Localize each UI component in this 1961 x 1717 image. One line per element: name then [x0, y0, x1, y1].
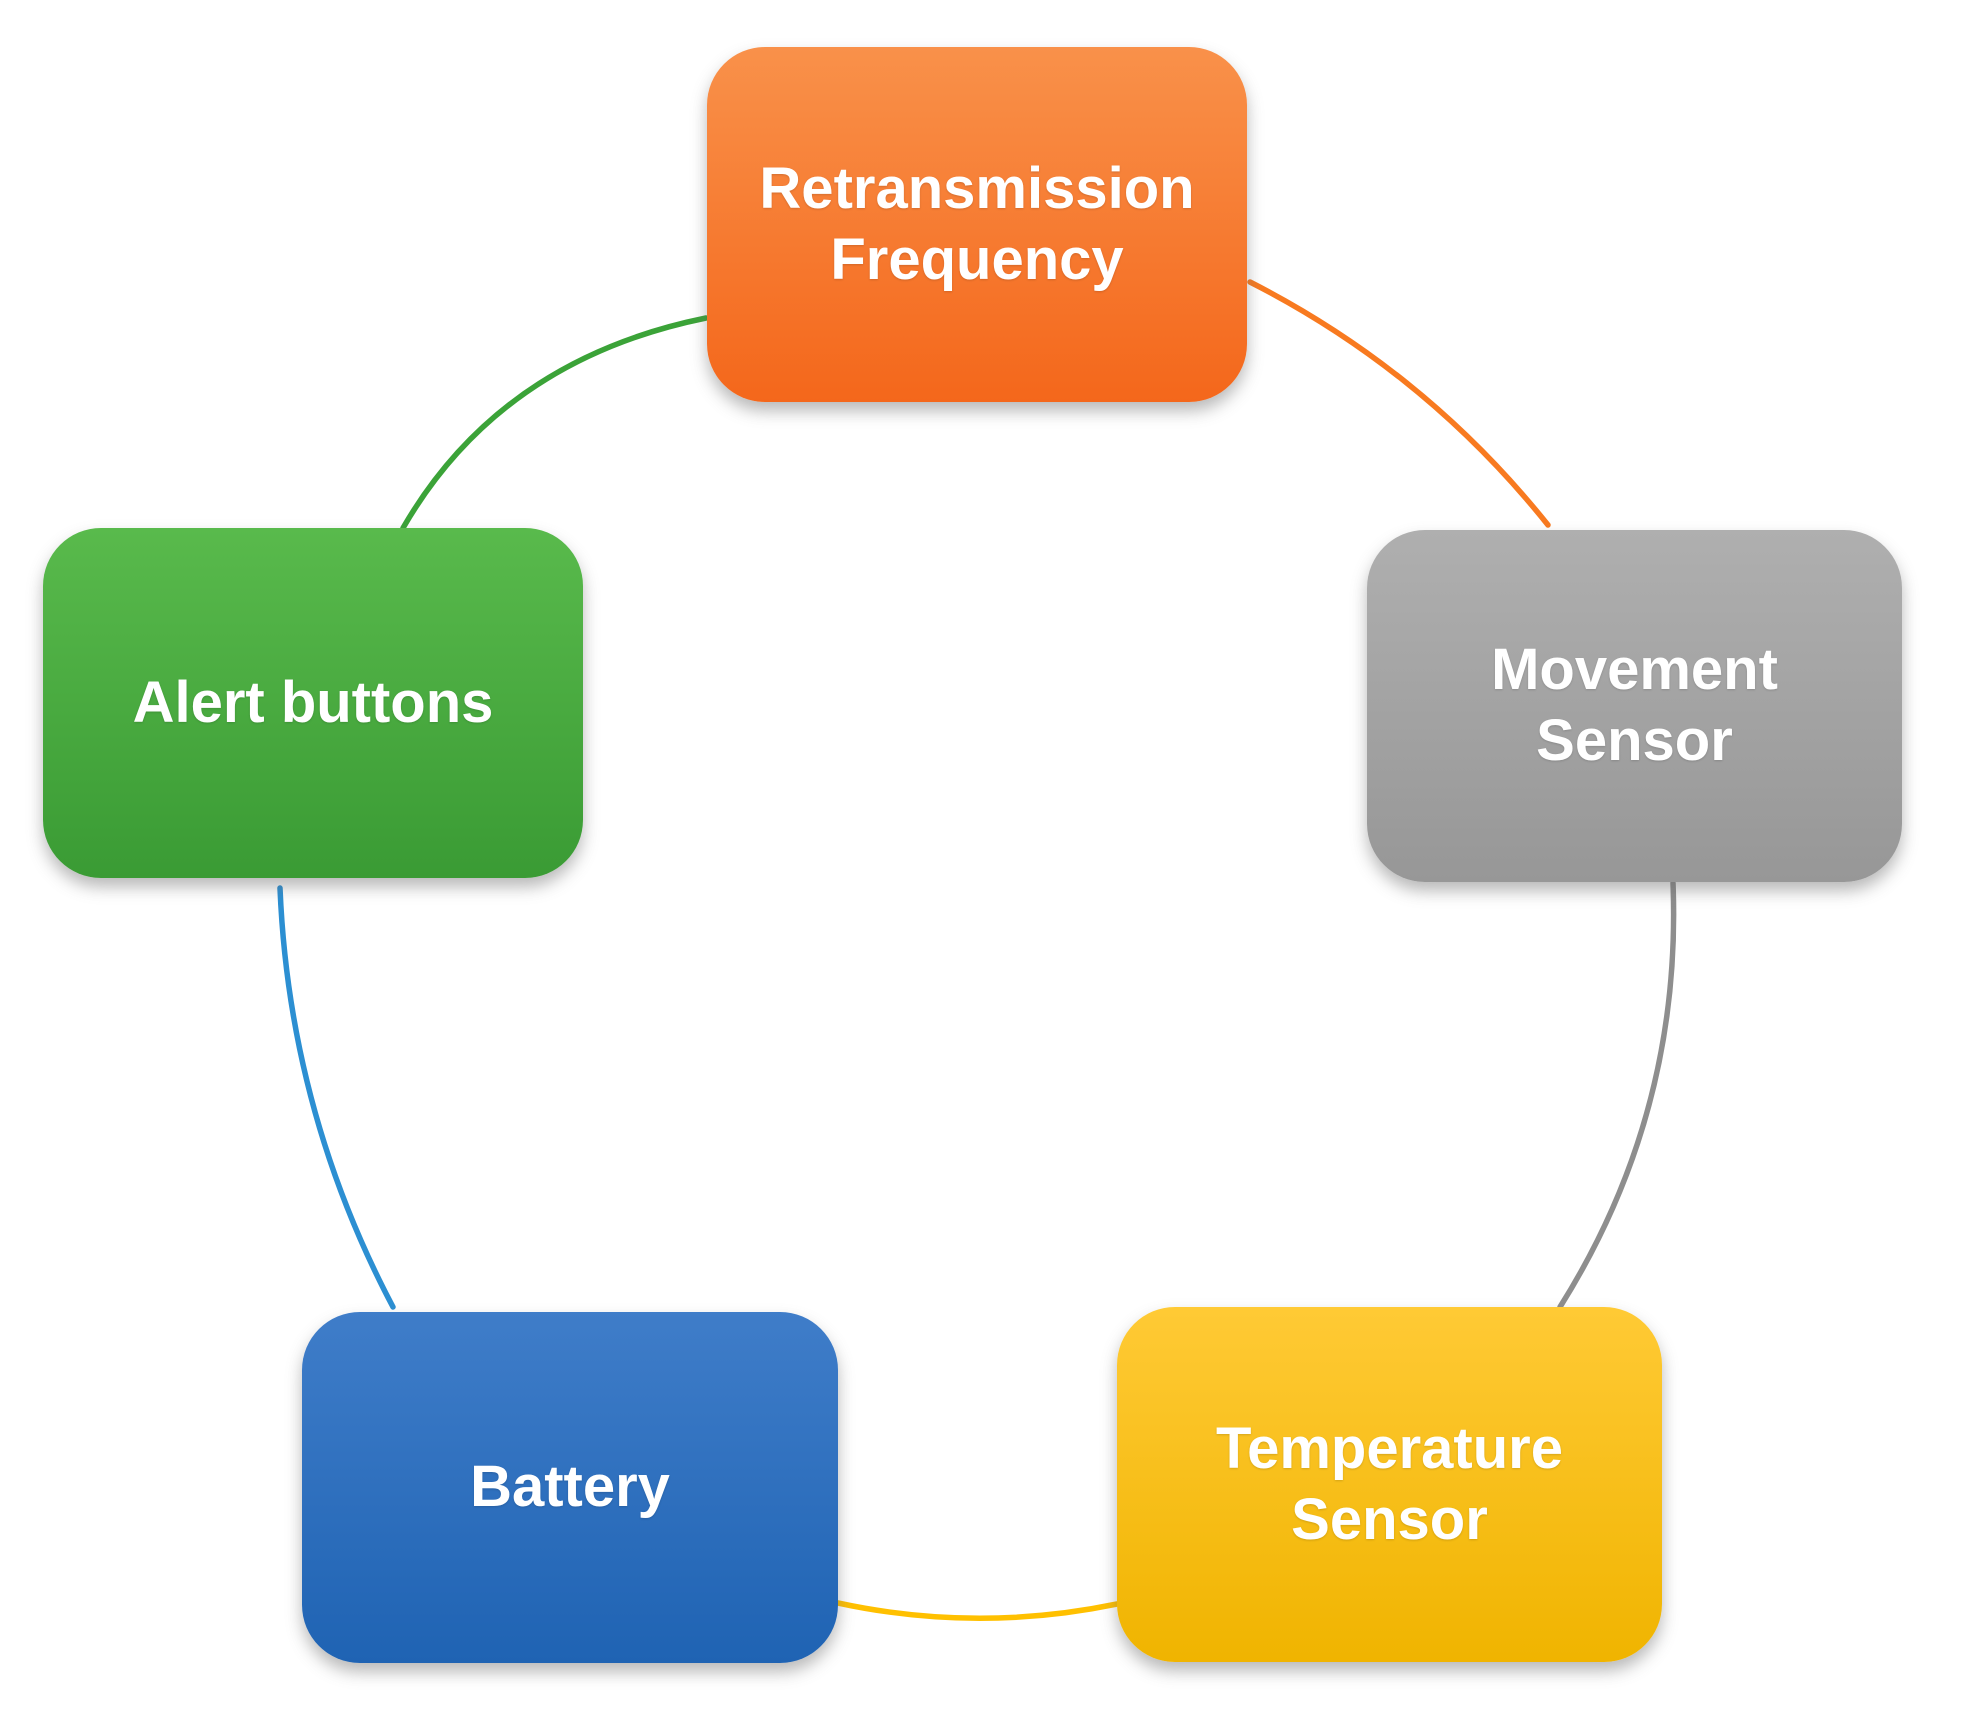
- connector-battery-to-alert-buttons: [277, 885, 396, 1310]
- node-battery: Battery: [302, 1312, 838, 1663]
- node-movement-sensor: Movement Sensor: [1367, 530, 1902, 882]
- connector-movement-sensor-to-temperature-sensor: [1557, 880, 1677, 1310]
- node-retransmission-frequency-label: Retransmission Frequency: [759, 155, 1195, 292]
- connector-temperature-sensor-to-battery: [835, 1600, 1120, 1621]
- node-alert-buttons: Alert buttons: [43, 528, 583, 878]
- node-movement-sensor-label: Movement Sensor: [1491, 637, 1778, 773]
- node-retransmission-frequency: Retransmission Frequency: [707, 47, 1247, 402]
- node-battery-label: Battery: [470, 1454, 670, 1520]
- node-alert-buttons-label: Alert buttons: [132, 669, 494, 735]
- node-temperature-sensor: Temperature Sensor: [1117, 1307, 1662, 1662]
- connector-alert-buttons-to-retransmission: [400, 315, 709, 531]
- connector-retransmission-to-movement-sensor: [1247, 279, 1551, 528]
- node-temperature-sensor-label: Temperature Sensor: [1215, 1415, 1564, 1552]
